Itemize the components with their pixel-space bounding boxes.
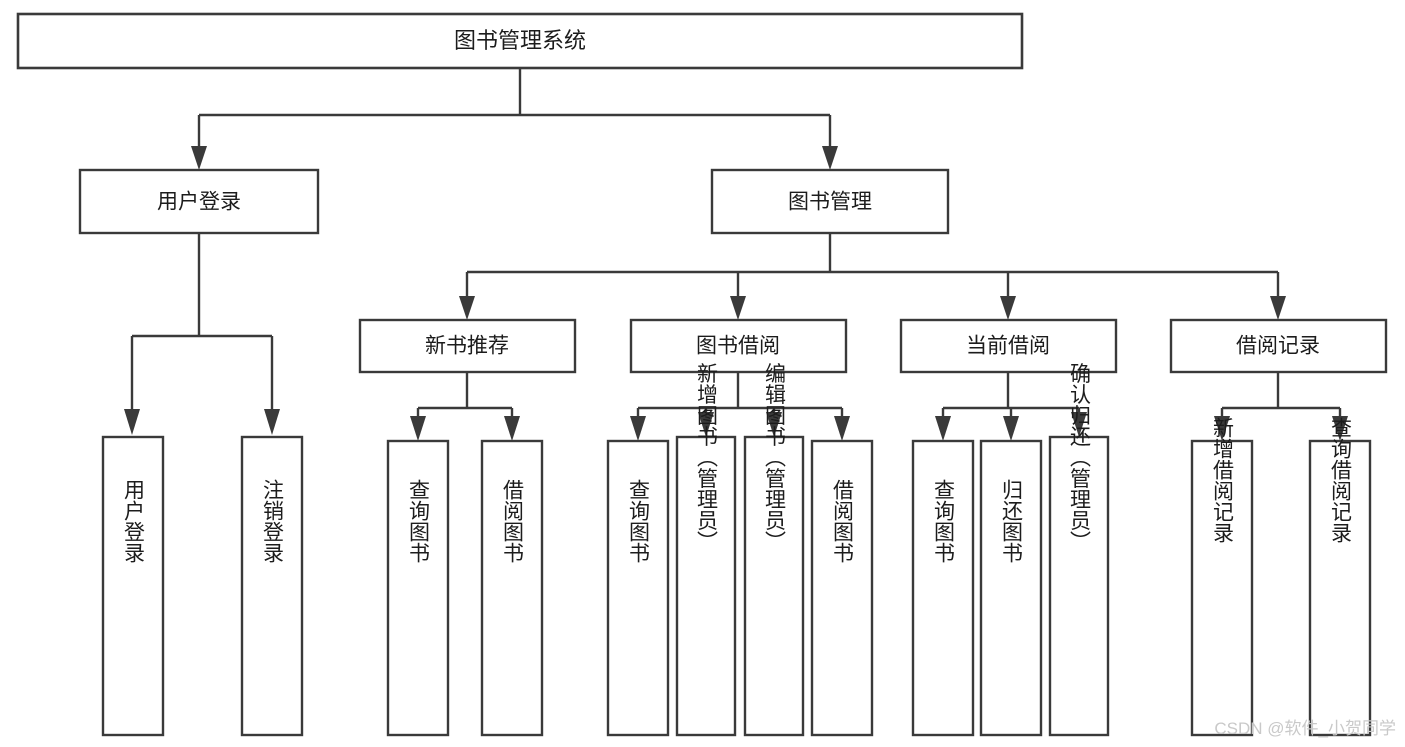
leaf-add-book-box[interactable] xyxy=(675,435,737,737)
leaf-borrow-book-2-box[interactable] xyxy=(810,439,874,737)
leaf-borrow-book-1[interactable]: 借阅图书 xyxy=(480,439,544,737)
leaf-edit-book-box[interactable] xyxy=(743,435,805,737)
node-user-login[interactable]: 用户登录 xyxy=(78,168,320,235)
leaf-user-login[interactable]: 用户登录 xyxy=(101,435,165,737)
leaf-borrow-book-1-box[interactable] xyxy=(480,439,544,737)
node-root-box[interactable] xyxy=(16,12,1024,70)
arrow-to-new-book-rec xyxy=(459,296,475,320)
arrow-user-login-leaf-login xyxy=(124,409,140,435)
arrow-new-book-leaf-borrow xyxy=(504,416,520,441)
leaf-borrow-book-1-label: 借阅图书 xyxy=(501,479,525,563)
leaf-return-book-label: 归还图书 xyxy=(1000,479,1024,563)
arrow-borrow-record-leaf-add xyxy=(1214,416,1230,441)
leaf-borrow-book-2[interactable]: 借阅图书 xyxy=(810,439,874,737)
leaf-user-login-box[interactable] xyxy=(101,435,165,737)
leaf-user-login-label: 用户登录 xyxy=(122,479,146,563)
leaf-edit-book[interactable]: 编辑图书（管理员） xyxy=(743,363,805,737)
leaf-logout-label: 注销登录 xyxy=(261,479,285,563)
arrow-to-book-borrow xyxy=(730,296,746,320)
leaf-query-record-label: 查询借阅记录 xyxy=(1329,417,1353,543)
leaf-query-book-1[interactable]: 查询图书 xyxy=(386,439,450,737)
leaf-query-book-2-label: 查询图书 xyxy=(627,479,651,563)
leaf-logout-box[interactable] xyxy=(240,435,304,737)
arrow-root-to-user-login xyxy=(191,146,207,170)
node-current-borrow-label: 当前借阅 xyxy=(966,335,1050,358)
leaf-query-book-3[interactable]: 查询图书 xyxy=(911,439,975,737)
node-borrow-record-label: 借阅记录 xyxy=(1236,335,1320,358)
leaf-query-record-box[interactable] xyxy=(1308,439,1372,737)
arrow-borrow-record-leaf-query xyxy=(1332,416,1348,441)
leaf-query-record[interactable]: 查询借阅记录 xyxy=(1308,417,1372,737)
node-book-borrow-box[interactable] xyxy=(629,318,848,374)
arrow-current-borrow-leaf-return xyxy=(1003,416,1019,441)
leaf-edit-book-label: 编辑图书（管理员） xyxy=(763,363,787,552)
leaf-query-book-3-box[interactable] xyxy=(911,439,975,737)
node-new-book-rec-label: 新书推荐 xyxy=(425,335,509,358)
leaf-confirm-return[interactable]: 确认归还（管理员） xyxy=(1048,363,1110,737)
node-book-manage[interactable]: 图书管理 xyxy=(710,168,950,235)
node-user-login-box[interactable] xyxy=(78,168,320,235)
leaf-query-book-2-box[interactable] xyxy=(606,439,670,737)
leaf-return-book-box[interactable] xyxy=(979,439,1043,737)
leaf-add-record-label: 新增借阅记录 xyxy=(1211,417,1235,543)
arrow-user-login-leaf-logout xyxy=(264,409,280,435)
leaf-query-book-3-label: 查询图书 xyxy=(932,479,956,563)
watermark-label: CSDN @软件_小贺同学 xyxy=(1214,719,1396,738)
leaf-query-book-1-box[interactable] xyxy=(386,439,450,737)
leaf-logout[interactable]: 注销登录 xyxy=(240,435,304,737)
arrow-to-current-borrow xyxy=(1000,296,1016,320)
arrow-to-borrow-record xyxy=(1270,296,1286,320)
leaf-add-record-box[interactable] xyxy=(1190,439,1254,737)
node-book-manage-label: 图书管理 xyxy=(788,191,872,214)
leaf-add-book-label: 新增图书（管理员） xyxy=(695,363,719,552)
arrow-book-borrow-leaf-add xyxy=(698,412,714,437)
arrow-book-borrow-leaf-edit xyxy=(766,412,782,437)
leaf-borrow-book-2-label: 借阅图书 xyxy=(831,479,855,563)
arrow-current-borrow-leaf-confirm xyxy=(1071,412,1087,437)
node-book-borrow-label: 图书借阅 xyxy=(696,335,780,358)
leaf-add-record[interactable]: 新增借阅记录 xyxy=(1190,417,1254,737)
node-current-borrow[interactable]: 当前借阅 xyxy=(899,318,1118,374)
leaf-confirm-return-box[interactable] xyxy=(1048,435,1110,737)
leaf-add-book[interactable]: 新增图书（管理员） xyxy=(675,363,737,737)
node-new-book-rec[interactable]: 新书推荐 xyxy=(358,318,577,374)
leaf-query-book-1-label: 查询图书 xyxy=(407,479,431,563)
arrow-current-borrow-leaf-query xyxy=(935,416,951,441)
arrow-new-book-leaf-query xyxy=(410,416,426,441)
leaf-return-book[interactable]: 归还图书 xyxy=(979,439,1043,737)
node-new-book-rec-box[interactable] xyxy=(358,318,577,374)
node-user-login-label: 用户登录 xyxy=(157,191,241,214)
node-book-manage-box[interactable] xyxy=(710,168,950,235)
arrow-book-borrow-leaf-query xyxy=(630,416,646,441)
arrow-root-to-book-manage xyxy=(822,146,838,170)
leaf-query-book-2[interactable]: 查询图书 xyxy=(606,439,670,737)
arrow-book-borrow-leaf-borrow xyxy=(834,416,850,441)
node-current-borrow-box[interactable] xyxy=(899,318,1118,374)
leaf-confirm-return-label: 确认归还（管理员） xyxy=(1068,363,1092,552)
node-root-label: 图书管理系统 xyxy=(454,28,586,53)
node-borrow-record-box[interactable] xyxy=(1169,318,1388,374)
node-root[interactable]: 图书管理系统 xyxy=(16,12,1024,70)
node-borrow-record[interactable]: 借阅记录 xyxy=(1169,318,1388,374)
node-book-borrow[interactable]: 图书借阅 xyxy=(629,318,848,374)
connector-layer xyxy=(124,68,1348,441)
